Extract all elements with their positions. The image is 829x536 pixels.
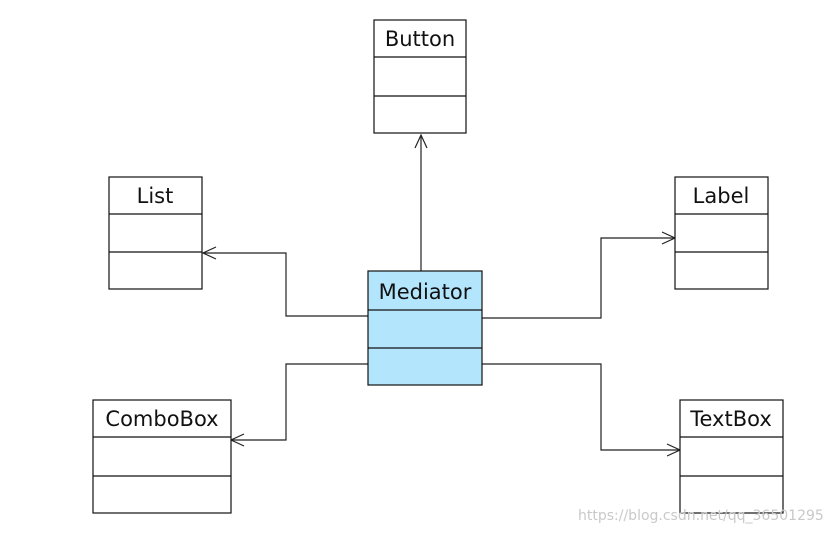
class-combobox: ComboBox	[92, 399, 232, 514]
watermark: https://blog.csdn.net/qq_36501295	[578, 508, 824, 524]
class-textbox: TextBox	[679, 399, 784, 514]
link-mediator-list	[201, 246, 368, 317]
link-mediator-textbox	[482, 363, 682, 457]
link-mediator-button	[414, 133, 428, 271]
connectors	[201, 133, 682, 457]
class-name-combobox: ComboBox	[105, 407, 218, 431]
class-label: Label	[674, 176, 769, 290]
arrowhead-list	[201, 246, 217, 260]
link-mediator-label	[482, 231, 677, 319]
class-name-textbox: TextBox	[689, 407, 772, 431]
class-name-mediator: Mediator	[379, 280, 472, 304]
class-name-button: Button	[385, 27, 455, 51]
class-list: List	[108, 176, 203, 290]
class-button: Button	[373, 19, 467, 134]
class-mediator: Mediator	[367, 270, 483, 386]
arrowhead-button	[414, 133, 428, 149]
link-mediator-combobox	[229, 363, 368, 447]
class-name-list: List	[137, 184, 174, 208]
mediator-box	[367, 270, 483, 386]
class-name-label: Label	[693, 184, 750, 208]
